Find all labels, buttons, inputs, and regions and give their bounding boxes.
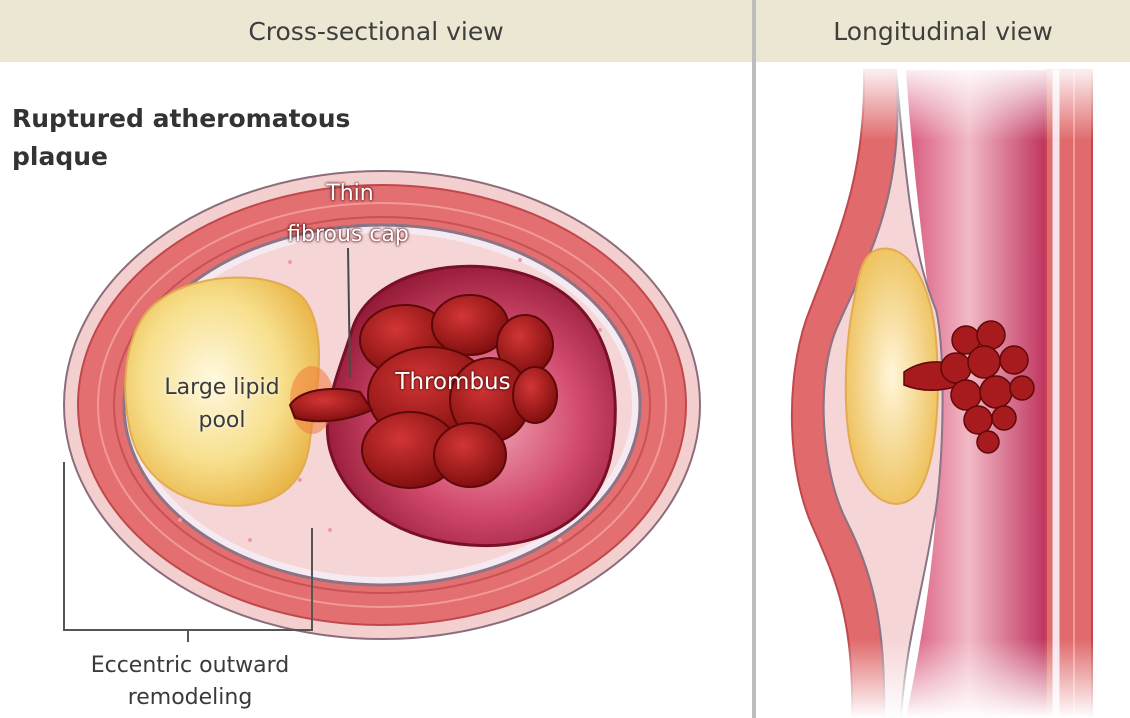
label-thin-fibrous-cap: fibrous cap xyxy=(268,221,428,249)
label-thrombus: Thrombus xyxy=(378,368,528,396)
vessel-fade-overlay xyxy=(756,62,1130,718)
diagram-title: Ruptured atheromatous plaque xyxy=(12,100,382,176)
label-thin-word: Thin xyxy=(300,180,400,208)
longitudinal-illustration xyxy=(756,0,1130,718)
label-eccentric-remodeling: Eccentric outward remodeling xyxy=(50,650,330,714)
label-large-lipid-pool: Large lipid pool xyxy=(142,371,302,437)
